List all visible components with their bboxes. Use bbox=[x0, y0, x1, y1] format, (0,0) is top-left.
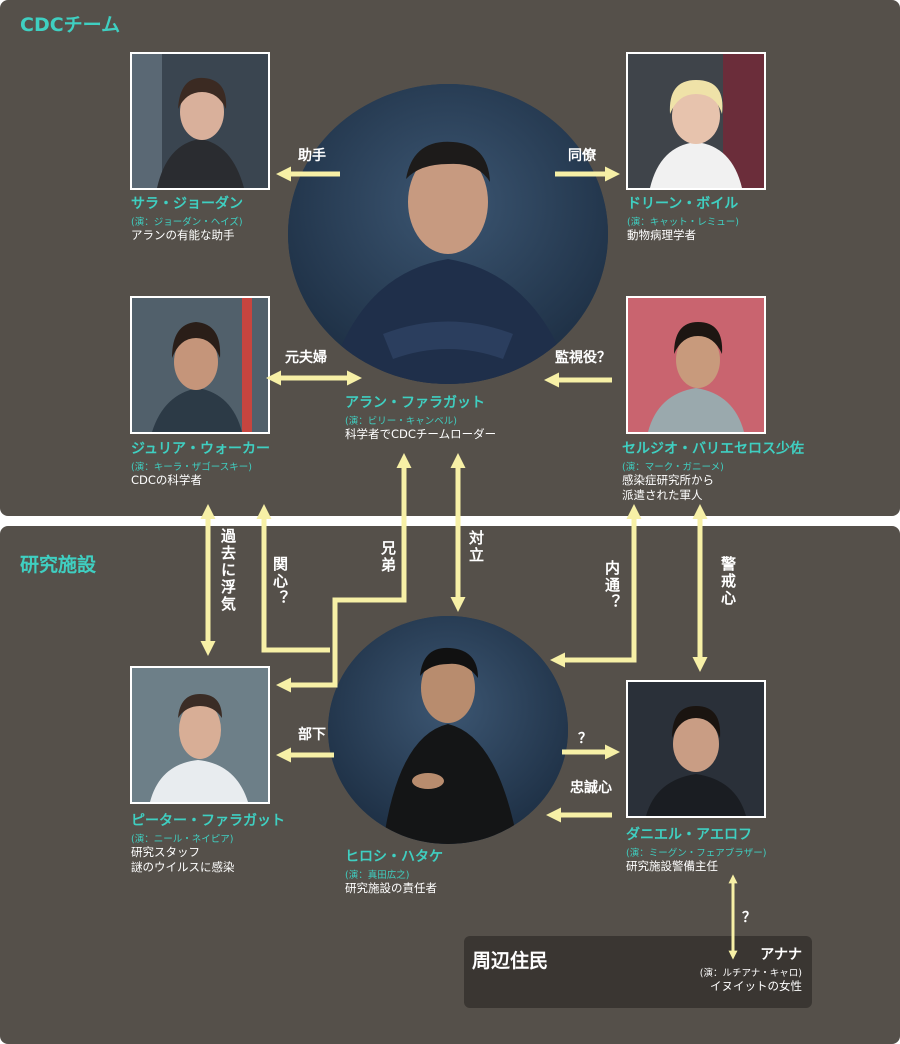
label-informant: 内通？ bbox=[603, 560, 621, 611]
anana-info: アナナ (演：ルチアナ・キャロ) イヌイットの女性 bbox=[690, 944, 802, 994]
label-unknown-2: ？ bbox=[742, 910, 756, 926]
doreen-info: ドリーン・ボイル (演：キャット・レミュー) 動物病理学者 bbox=[627, 193, 739, 243]
sarah-info: サラ・ジョーダン (演：ジョーダン・ヘイズ) アランの有能な助手 bbox=[131, 193, 243, 243]
anana-name: アナナ bbox=[760, 947, 802, 963]
sarah-desc: アランの有能な助手 bbox=[131, 228, 235, 242]
residents-box bbox=[464, 936, 812, 1008]
label-watcher: 監視役？ bbox=[555, 350, 611, 366]
label-assistant: 助手 bbox=[298, 148, 326, 164]
julia-info: ジュリア・ウォーカー (演：キーラ・ザゴースキー) CDCの科学者 bbox=[131, 438, 270, 488]
doreen-desc: 動物病理学者 bbox=[627, 228, 696, 242]
peter-info: ピーター・ファラガット (演：ニール・ネイピア) 研究スタッフ 謎のウイルスに感… bbox=[131, 810, 285, 875]
julia-name: ジュリア・ウォーカー bbox=[131, 441, 271, 457]
sergio-photo bbox=[626, 296, 766, 434]
research-facility-title: 研究施設 bbox=[20, 554, 97, 576]
arrow-interest bbox=[256, 504, 330, 653]
daniel-photo bbox=[626, 680, 766, 818]
hiroshi-name: ヒロシ・ハタケ bbox=[345, 849, 443, 865]
arrow-informant-a bbox=[550, 590, 637, 668]
hiroshi-portrait bbox=[328, 616, 568, 844]
sergio-name: セルジオ・バリエセロス少佐 bbox=[622, 441, 804, 457]
alan-portrait bbox=[288, 84, 608, 384]
hiroshi-info: ヒロシ・ハタケ (演：真田広之) 研究施設の責任者 bbox=[345, 846, 443, 896]
label-affair: 過去に浮気 bbox=[219, 528, 237, 613]
julia-photo bbox=[130, 296, 270, 434]
daniel-actor: (演：ミーグン・フェアブラザー) bbox=[626, 848, 767, 859]
label-loyalty: 忠誠心 bbox=[570, 780, 612, 796]
doreen-actor: (演：キャット・レミュー) bbox=[627, 217, 739, 228]
label-interest: 関心？ bbox=[271, 556, 289, 607]
doreen-name: ドリーン・ボイル bbox=[627, 196, 739, 212]
sergio-desc-2: 派遣された軍人 bbox=[622, 488, 703, 502]
hiroshi-actor: (演：真田広之) bbox=[345, 870, 410, 881]
cdc-team-title: CDCチーム bbox=[20, 14, 121, 36]
label-brother: 兄弟 bbox=[379, 540, 397, 574]
sergio-actor: (演：マーク・ガニーメ) bbox=[622, 462, 724, 473]
sarah-name: サラ・ジョーダン bbox=[131, 196, 243, 212]
hiroshi-desc: 研究施設の責任者 bbox=[345, 881, 437, 895]
label-vigilance: 警戒心 bbox=[719, 556, 737, 607]
peter-desc-1: 研究スタッフ bbox=[131, 845, 200, 859]
daniel-name: ダニエル・アエロフ bbox=[626, 827, 752, 843]
julia-actor: (演：キーラ・ザゴースキー) bbox=[131, 462, 252, 473]
daniel-info: ダニエル・アエロフ (演：ミーグン・フェアブラザー) 研究施設警備主任 bbox=[626, 824, 766, 874]
label-colleague: 同僚 bbox=[568, 148, 596, 164]
sergio-desc-1: 感染症研究所から bbox=[622, 473, 714, 487]
sergio-info: セルジオ・バリエセロス少佐 (演：マーク・ガニーメ) 感染症研究所から 派遣され… bbox=[622, 438, 804, 503]
label-conflict: 対立 bbox=[467, 530, 485, 564]
peter-name: ピーター・ファラガット bbox=[131, 813, 285, 829]
julia-desc: CDCの科学者 bbox=[131, 473, 202, 487]
peter-actor: (演：ニール・ネイピア) bbox=[131, 834, 234, 845]
label-unknown-1: ？ bbox=[578, 731, 592, 747]
alan-name: アラン・ファラガット bbox=[345, 395, 485, 411]
sarah-actor: (演：ジョーダン・ヘイズ) bbox=[131, 217, 243, 228]
arrow-brother-a bbox=[276, 590, 407, 693]
alan-desc: 科学者でCDCチームローダー bbox=[345, 427, 497, 441]
anana-desc: イヌイットの女性 bbox=[710, 979, 802, 993]
alan-info: アラン・ファラガット (演：ビリー・キャンベル) 科学者でCDCチームローダー bbox=[345, 392, 496, 442]
peter-desc-2: 謎のウイルスに感染 bbox=[131, 860, 235, 874]
doreen-photo bbox=[626, 52, 766, 190]
label-ex-spouse: 元夫婦 bbox=[285, 350, 327, 366]
peter-photo bbox=[130, 666, 270, 804]
residents-title: 周辺住民 bbox=[472, 950, 549, 972]
alan-actor: (演：ビリー・キャンベル) bbox=[345, 416, 457, 427]
daniel-desc: 研究施設警備主任 bbox=[626, 859, 718, 873]
label-subordinate: 部下 bbox=[298, 727, 326, 743]
sarah-photo bbox=[130, 52, 270, 190]
anana-actor: (演：ルチアナ・キャロ) bbox=[699, 968, 802, 979]
